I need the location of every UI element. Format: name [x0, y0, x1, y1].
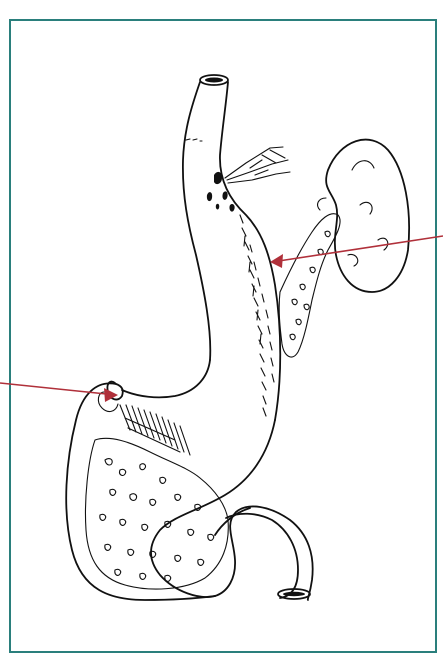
esophagus: [183, 75, 280, 420]
mucosal-folds: [240, 215, 274, 416]
pancreas: [279, 214, 340, 357]
spleen: [318, 140, 410, 292]
stomach-body: [66, 360, 312, 600]
annotation-arrows: [0, 236, 443, 402]
antral-hatching: [120, 405, 190, 455]
cobbled-mass: [85, 438, 228, 589]
